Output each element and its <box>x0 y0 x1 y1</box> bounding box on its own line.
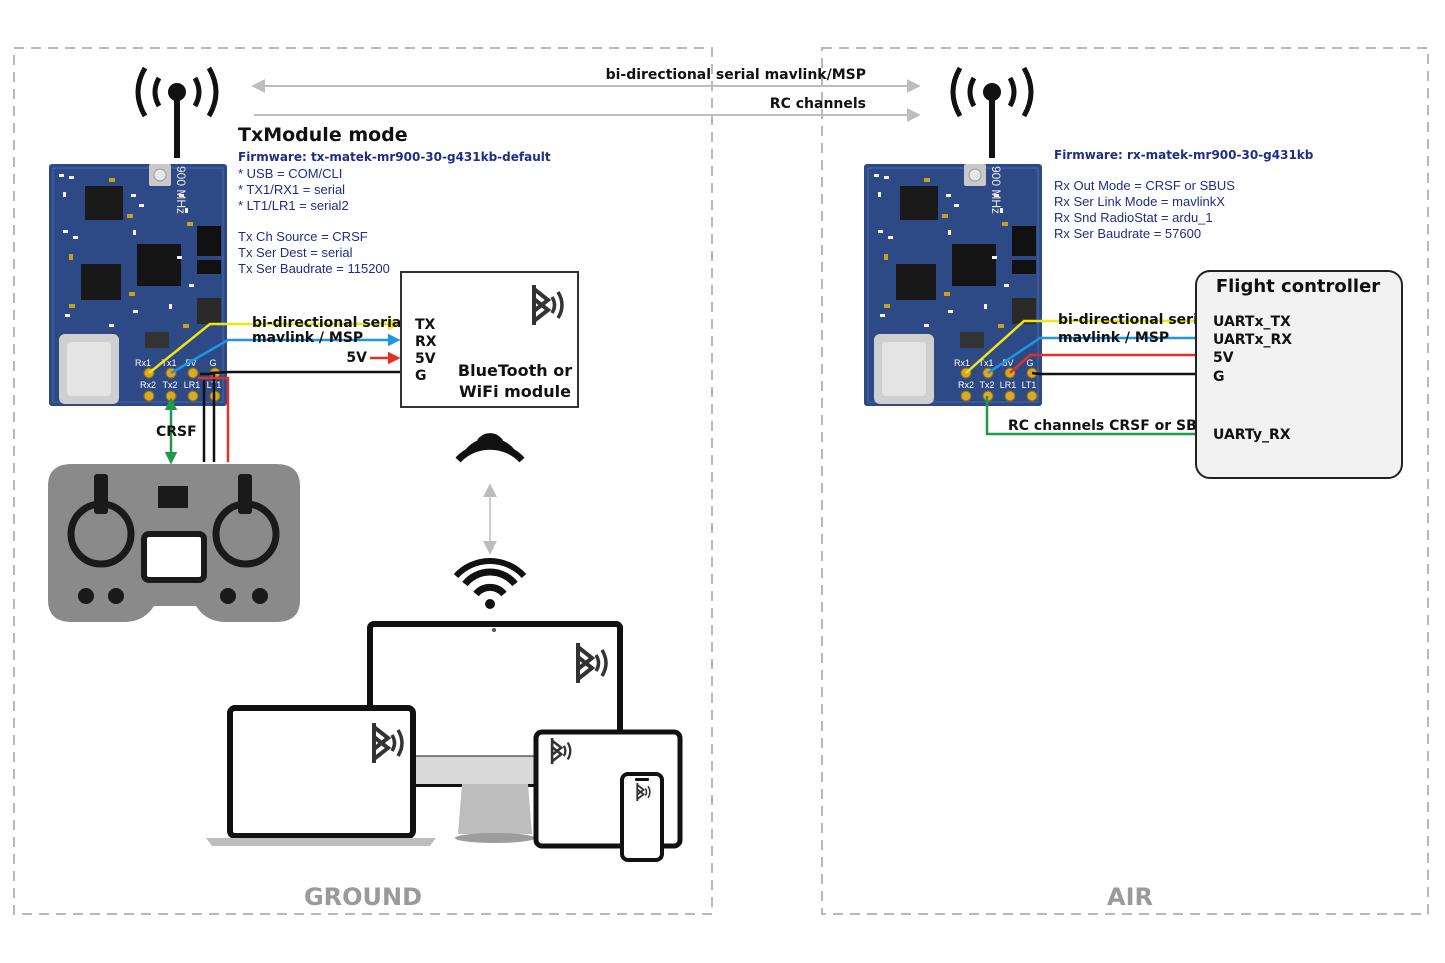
pin-label: Rx2 <box>958 380 974 390</box>
bt-pin-label: TX <box>415 317 436 333</box>
pin-label: LT1 <box>1022 380 1037 390</box>
air-wire-yellow <box>965 314 1210 374</box>
tx-module-board: 900 MHz Rx1 Tx1 5V G Rx2 Tx2 LR1 LT1 <box>48 163 228 407</box>
pin-label: Tx2 <box>979 380 994 390</box>
air-frame <box>821 47 1429 915</box>
ground-config-line: * TX1/RX1 = serial <box>238 182 345 197</box>
pin-label: G <box>209 358 216 368</box>
crsf-label: CRSF <box>156 424 197 440</box>
wire-black-controller-2 <box>200 372 216 462</box>
air-firmware: Firmware: rx-matek-mr900-30-g431kb <box>1054 148 1314 162</box>
serial-link-label: bi-directional serial mavlink/MSP <box>606 67 866 83</box>
wire-yellow-tx <box>148 317 401 374</box>
wire-red-controller <box>198 376 230 462</box>
rx-module-board: 900 MHz Rx1 Tx1 5V G Rx2 Tx2 LR1 LT1 <box>863 163 1043 407</box>
air-label: AIR <box>1107 883 1153 911</box>
board-freq-label: 900 MHz <box>174 166 188 214</box>
pin-label: Rx2 <box>140 380 156 390</box>
pin-label: 5V <box>1002 358 1013 368</box>
air-config-line: Rx Out Mode = CRSF or SBUS <box>1054 178 1235 193</box>
wire-black-g <box>209 370 400 375</box>
ground-config-line: Tx Ser Baudrate = 115200 <box>238 261 390 276</box>
bt-module-name-1: BlueTooth or <box>458 361 572 380</box>
pin-label: LR1 <box>184 380 201 390</box>
fc-pin-label: UARTy_RX <box>1213 427 1291 443</box>
ground-firmware: Firmware: tx-matek-mr900-30-g431kb-defau… <box>238 150 551 164</box>
ground-label: GROUND <box>304 883 422 911</box>
pin-label: Tx2 <box>162 380 177 390</box>
bt-module-name-2: WiFi module <box>459 382 571 401</box>
pin-label: Tx1 <box>161 358 176 368</box>
ground-wire-label-mavlink: mavlink / MSP <box>252 330 363 346</box>
ground-wire-label-serial: bi-directional serial <box>252 315 406 331</box>
ground-config-line: * LT1/LR1 = serial2 <box>238 198 349 213</box>
ground-antenna-icon <box>135 66 219 158</box>
pin-label: 5V <box>185 358 196 368</box>
wifi-icon <box>453 557 527 609</box>
air-antenna-icon <box>950 66 1034 158</box>
ground-config-line: Tx Ser Dest = serial <box>238 245 353 260</box>
fc-pin-label: G <box>1213 369 1225 385</box>
air-wire-label-serial: bi-directional serial <box>1058 312 1212 328</box>
ground-mode-title: TxModule mode <box>238 124 408 146</box>
air-wire-red <box>1009 348 1210 374</box>
fc-pin-label: 5V <box>1213 350 1234 366</box>
air-wire-blue <box>987 331 1210 375</box>
flight-controller-title: Flight controller <box>1216 276 1380 297</box>
ground-wire-label-5v: 5V <box>346 350 367 366</box>
flight-controller: Flight controller UARTx_TX UARTx_RX 5V G… <box>1195 270 1403 479</box>
air-config-line: Rx Ser Link Mode = mavlinkX <box>1054 194 1225 209</box>
bt-pin-label: RX <box>415 334 437 350</box>
air-wire-black <box>1031 371 1207 376</box>
air-config-line: Rx Ser Baudrate = 57600 <box>1054 226 1201 241</box>
air-wire-label-mavlink: mavlink / MSP <box>1058 330 1169 346</box>
fc-pin-label: UARTx_TX <box>1213 314 1291 330</box>
pin-label: Tx1 <box>978 358 993 368</box>
radio-controller-icon <box>48 464 300 622</box>
ground-frame <box>13 47 713 915</box>
air-wire-green-rc <box>985 396 1210 441</box>
phone-icon <box>620 772 664 862</box>
pin-label: LR1 <box>1000 380 1017 390</box>
board-freq-label: 900 MHz <box>989 166 1003 214</box>
rc-channels-label: RC channels CRSF or SBUS <box>1008 418 1218 434</box>
ground-config: * USB = COM/CLI * TX1/RX1 = serial * LT1… <box>238 166 390 276</box>
rc-link-label: RC channels <box>770 96 866 112</box>
laptop-icon <box>206 705 436 846</box>
wire-blue-rx <box>170 333 401 375</box>
ground-config-line: * USB = COM/CLI <box>238 166 342 181</box>
bt-pin-label: 5V <box>415 351 436 367</box>
air-config: Rx Out Mode = CRSF or SBUS Rx Ser Link M… <box>1054 178 1235 241</box>
bt-wifi-module: TX RX 5V G BlueTooth or WiFi module <box>400 271 579 408</box>
pin-label: Rx1 <box>954 358 970 368</box>
bt-pin-label: G <box>415 368 427 384</box>
pin-label: Rx1 <box>135 358 151 368</box>
air-config-line: Rx Snd RadioStat = ardu_1 <box>1054 210 1213 225</box>
pin-label: G <box>1026 358 1033 368</box>
ground-config-line: Tx Ch Source = CRSF <box>238 229 368 244</box>
fc-pin-label: UARTx_RX <box>1213 332 1292 348</box>
wireless-signal-down-icon <box>455 433 525 463</box>
